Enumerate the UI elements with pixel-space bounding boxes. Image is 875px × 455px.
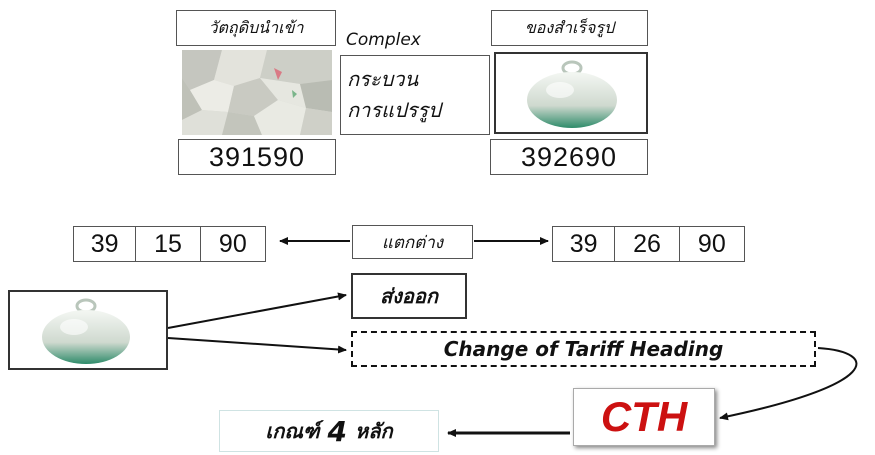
finished-goods-code: 392690	[490, 139, 648, 175]
result-prefix: เกณฑ์	[265, 419, 320, 443]
result-label: เกณฑ์ 4 หลัก	[219, 410, 439, 452]
export-product-image	[8, 290, 168, 370]
difference-label: แตกต่าง	[352, 225, 473, 259]
right-code-subheading: 90	[697, 229, 726, 258]
arrow-heading-to-cth	[719, 347, 858, 421]
raw-material-label: วัตถุดิบนำเข้า	[176, 10, 336, 46]
cth-full-name: Change of Tariff Heading	[351, 331, 816, 367]
right-code-segments: 39 26 90	[552, 226, 745, 262]
arrow-to-cth-heading	[167, 337, 347, 354]
export-label: ส่งออก	[351, 273, 467, 319]
result-suffix: หลัก	[355, 419, 393, 443]
left-code-subheading: 90	[218, 229, 247, 258]
process-box: กระบวน การแปรรูป	[340, 55, 490, 135]
right-code-chapter: 39	[553, 227, 616, 261]
raw-material-code: 391590	[178, 139, 336, 175]
right-code-heading: 26	[615, 227, 680, 261]
cth-badge: CTH	[573, 388, 715, 446]
process-line-2: การแปรรูป	[347, 98, 441, 122]
arrow-to-export	[167, 292, 347, 329]
finished-goods-label: ของสำเร็จรูป	[491, 10, 648, 46]
process-line-1: กระบวน	[347, 67, 419, 91]
complex-label: Complex	[346, 30, 421, 50]
rock-fragments-image	[182, 50, 332, 135]
left-code-chapter: 39	[74, 227, 137, 261]
left-code-heading: 15	[136, 227, 201, 261]
left-code-segments: 39 15 90	[73, 226, 266, 262]
result-number: 4	[327, 414, 348, 448]
ceramic-ball-ornament-image	[494, 52, 648, 134]
